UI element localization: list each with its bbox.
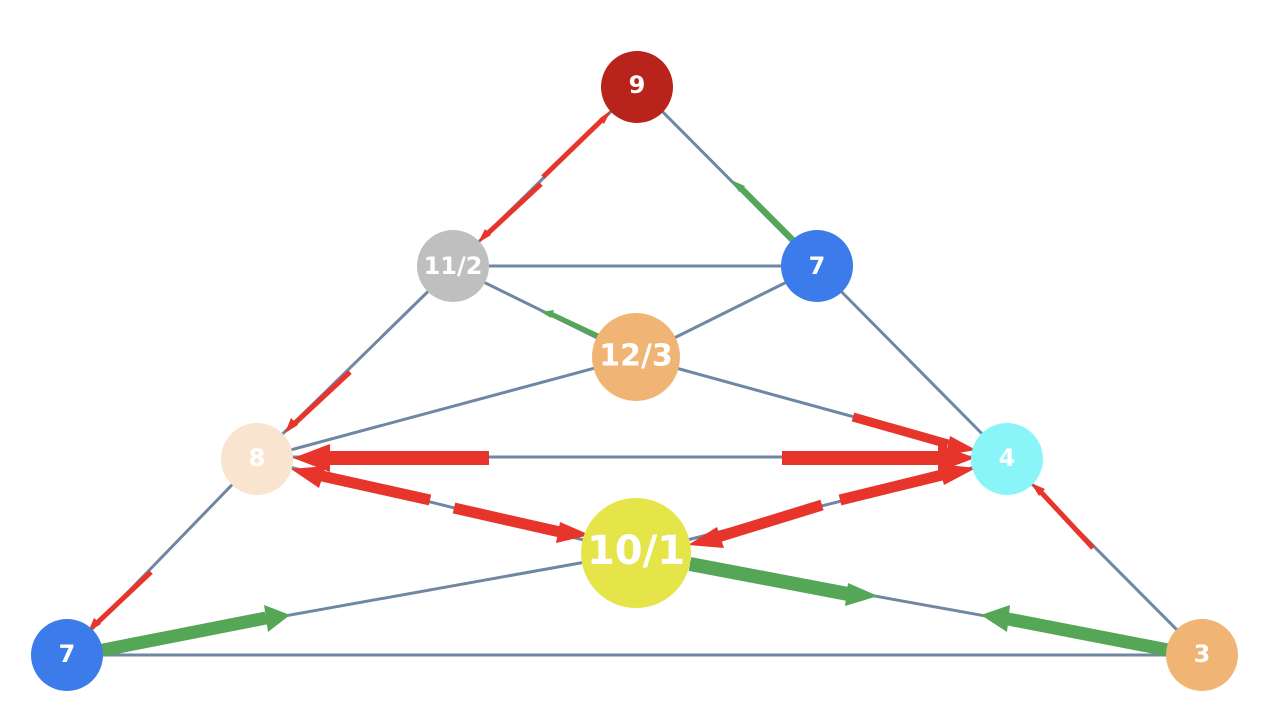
red-arrow-midleft-centerlower [452, 502, 590, 543]
node-bottom-right[interactable]: 3 [1166, 619, 1238, 691]
green-arrow-centerlower-bottomright [688, 557, 878, 606]
edge-center-midleft [255, 355, 638, 461]
node-upper-left[interactable]: 11/2 [417, 230, 489, 302]
red-arrow-midright-centerlower [688, 499, 824, 548]
red-arrow-midleft-bottomleft [88, 570, 153, 632]
red-arrow-centerlower-midleft [291, 466, 432, 506]
node-bottom-left[interactable]: 7 [31, 619, 103, 691]
node-upper-right-label: 7 [809, 252, 826, 280]
node-layer: 9 11/2 7 12/3 8 4 10/1 7 [31, 51, 1238, 691]
node-top[interactable]: 9 [601, 51, 673, 123]
node-mid-right[interactable]: 4 [971, 423, 1043, 495]
node-mid-right-label: 4 [999, 444, 1016, 472]
node-top-label: 9 [629, 71, 646, 99]
red-arrow-midright-midleft [293, 444, 489, 472]
green-arrow-upperright-top [731, 180, 798, 245]
red-arrow-center-midright [851, 412, 976, 455]
node-mid-left[interactable]: 8 [221, 423, 293, 495]
node-upper-right[interactable]: 7 [781, 230, 853, 302]
red-arrow-layer [88, 110, 1095, 632]
green-arrow-bottomleft-centerlower [96, 605, 290, 658]
green-arrow-bottomright-centerlower [981, 605, 1170, 657]
node-center-upper-label: 12/3 [599, 339, 673, 374]
node-upper-left-label: 11/2 [424, 252, 483, 280]
node-mid-left-label: 8 [249, 444, 266, 472]
edge-upperright-midright [815, 265, 1009, 461]
red-arrow-bottomright-midright [1031, 483, 1095, 550]
node-center-lower-label: 10/1 [587, 528, 685, 574]
node-center-lower[interactable]: 10/1 [581, 498, 691, 608]
node-center-upper[interactable]: 12/3 [592, 313, 680, 401]
red-arrow-upperleft-midleft [285, 370, 352, 433]
red-arrow-centerlower-midright [838, 464, 976, 506]
red-arrow-top-upperleft [478, 182, 543, 243]
red-arrow-upperleft-top [541, 110, 611, 179]
node-bottom-left-label: 7 [59, 640, 76, 668]
green-arrow-center-upperleft [541, 310, 600, 339]
node-bottom-right-label: 3 [1194, 640, 1211, 668]
green-arrow-layer [96, 180, 1170, 658]
